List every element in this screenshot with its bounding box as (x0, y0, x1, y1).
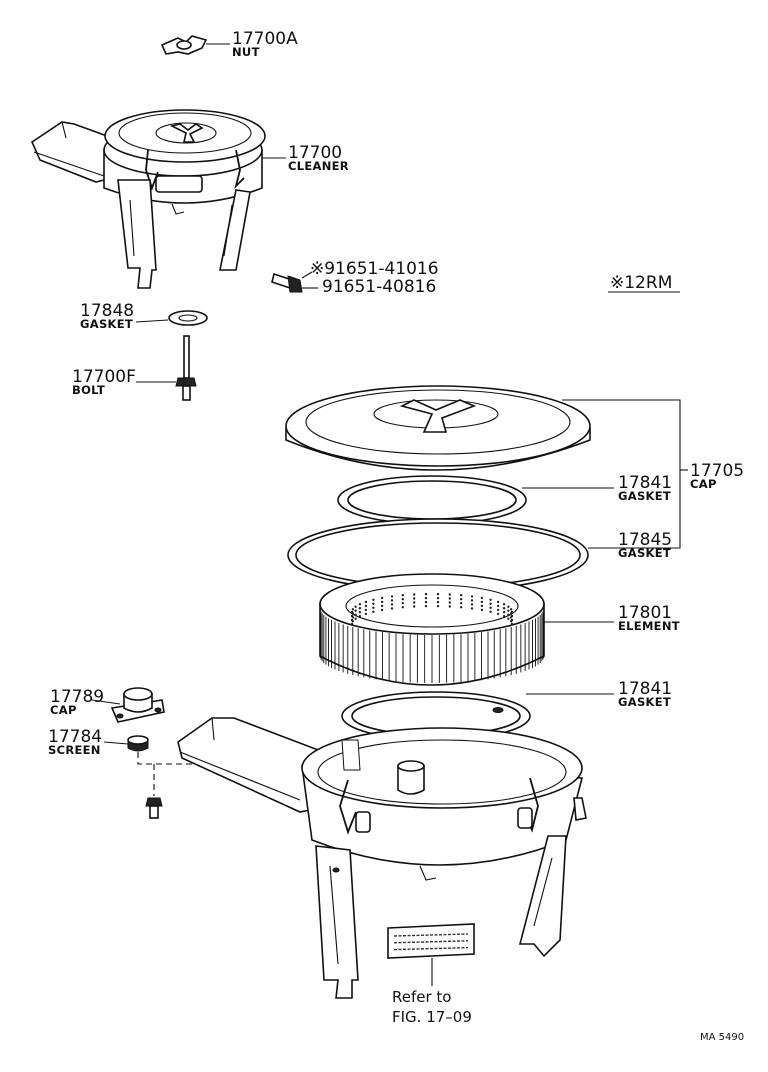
screen-17784-drawing (103, 735, 149, 752)
refer-to-line2: FIG. 17–09 (392, 1008, 472, 1026)
screen-part-number: 17784 (48, 727, 102, 747)
model-note: ※12RM (610, 273, 672, 293)
gasket-17848-part-name: GASKET (80, 317, 133, 331)
element-pleats (319, 608, 545, 683)
bolt-drawing (136, 335, 197, 401)
cleaner-part-number: 17700 (288, 143, 342, 163)
figure-code: MA 5490 (700, 1032, 744, 1043)
gasket-17845-drawing (287, 518, 614, 592)
nut-part-number: 17700A (232, 29, 298, 49)
screw-alt-part-number: ※91651-41016 (310, 259, 439, 279)
cleaner-part-name: CLEANER (288, 159, 349, 173)
gasket-17848-drawing (135, 310, 208, 326)
gasket-17841-bottom-part-number: 17841 (618, 679, 672, 699)
nut-part-name: NUT (232, 45, 260, 59)
screen-part-name: SCREEN (48, 743, 101, 757)
element-mesh (350, 592, 514, 626)
gasket-17845-part-name: GASKET (618, 546, 671, 560)
air-cleaner-cap-drawing (285, 385, 591, 471)
cap-17705-part-number: 17705 (690, 461, 744, 481)
cap-17789-part-number: 17789 (50, 687, 104, 707)
gasket-17841-bottom-drawing (341, 691, 614, 741)
screw-part-number: 91651-40816 (322, 277, 436, 297)
element-part-name: ELEMENT (618, 619, 680, 633)
gasket-17841-bottom-part-name: GASKET (618, 695, 671, 709)
wing-nut-drawing (160, 35, 230, 55)
cap-17705-part-name: CAP (690, 477, 717, 491)
filter-element-drawing (319, 573, 614, 686)
bolt-part-name: BOLT (72, 383, 105, 397)
gasket-17845-part-number: 17845 (618, 530, 672, 550)
air-cleaner-housing-drawing (177, 717, 587, 999)
gasket-17841-top-drawing (337, 475, 614, 525)
label-plate-drawing (387, 923, 475, 986)
gasket-17841-top-part-number: 17841 (618, 473, 672, 493)
cap-17789-drawing (91, 687, 165, 723)
cap-17789-part-name: CAP (50, 703, 77, 717)
element-part-number: 17801 (618, 603, 672, 623)
air-cleaner-assembly-small-drawing (30, 109, 286, 289)
screw-drawing (271, 271, 318, 293)
bolt-part-number: 17700F (72, 367, 136, 387)
refer-to-line1: Refer to (392, 988, 451, 1006)
gasket-17848-part-number: 17848 (80, 301, 134, 321)
small-bolt-drawing (145, 797, 163, 819)
gasket-17841-top-part-name: GASKET (618, 489, 671, 503)
